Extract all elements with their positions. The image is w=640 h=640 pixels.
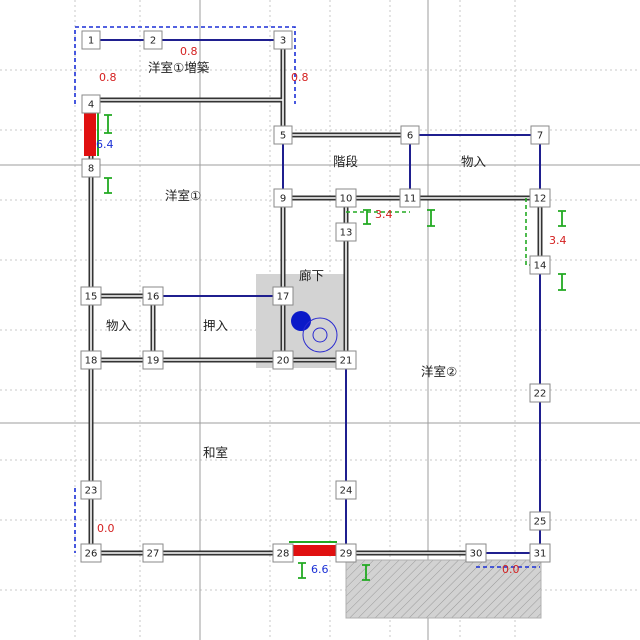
svg-text:22: 22 [534, 389, 547, 400]
node-25: 25 [529, 511, 551, 531]
room-label-oshiire: 押入 [203, 318, 229, 333]
node-5: 5 [273, 125, 293, 145]
value-12-14: 3.4 [549, 234, 567, 247]
svg-text:11: 11 [404, 194, 417, 205]
svg-text:14: 14 [534, 261, 547, 272]
dashed-green-markers [346, 198, 540, 266]
node-15: 15 [80, 286, 102, 306]
node-17: 17 [272, 286, 294, 306]
node-20: 20 [272, 350, 294, 370]
svg-text:13: 13 [340, 228, 353, 239]
svg-text:8: 8 [88, 164, 94, 175]
value-23-26: 0.0 [97, 522, 115, 535]
node-10: 10 [335, 188, 357, 208]
node-6: 6 [400, 125, 420, 145]
nodes: 1 2 3 4 5 6 7 8 9 10 11 12 13 14 15 16 1… [80, 30, 551, 563]
value-right-3: 0.8 [291, 71, 309, 84]
svg-text:24: 24 [340, 486, 353, 497]
svg-text:3: 3 [280, 36, 286, 47]
svg-text:29: 29 [340, 549, 353, 560]
svg-text:17: 17 [277, 292, 290, 303]
room-label-yoshitsu1: 洋室① [165, 188, 201, 203]
node-28: 28 [272, 543, 294, 563]
svg-text:10: 10 [340, 194, 353, 205]
room-label-monoire-left: 物入 [106, 318, 132, 333]
node-9: 9 [273, 188, 293, 208]
svg-text:6: 6 [407, 131, 413, 142]
svg-text:18: 18 [85, 356, 98, 367]
svg-text:26: 26 [85, 549, 98, 560]
room-label-kaidan: 階段 [333, 154, 358, 169]
node-8: 8 [81, 158, 101, 178]
green-ibeam-markers [104, 114, 566, 581]
svg-text:28: 28 [277, 549, 290, 560]
node-31: 31 [529, 543, 551, 563]
node-1: 1 [81, 30, 101, 50]
node-27: 27 [142, 543, 164, 563]
node-4: 4 [81, 94, 101, 114]
svg-text:31: 31 [534, 549, 547, 560]
svg-text:9: 9 [280, 194, 286, 205]
svg-text:12: 12 [534, 194, 547, 205]
svg-text:5: 5 [280, 131, 286, 142]
svg-text:25: 25 [534, 517, 547, 528]
room-label-yoshitsu1-zouchiku: 洋室①増築 [148, 60, 210, 75]
dashed-blue-markers [74, 26, 540, 568]
svg-text:23: 23 [85, 486, 98, 497]
node-30: 30 [465, 543, 487, 563]
svg-text:20: 20 [277, 356, 290, 367]
red-wall-marker-bottom [289, 545, 337, 556]
node-13: 13 [335, 222, 357, 242]
svg-text:21: 21 [340, 356, 353, 367]
value-top: 0.8 [180, 45, 198, 58]
node-14: 14 [529, 255, 551, 275]
node-19: 19 [142, 350, 164, 370]
red-wall-marker-left [84, 112, 96, 156]
outer-ring [302, 317, 338, 353]
node-23: 23 [80, 480, 102, 500]
svg-text:30: 30 [470, 549, 483, 560]
node-29: 29 [335, 543, 357, 563]
svg-text:1: 1 [88, 36, 94, 47]
value-left-1: 0.8 [99, 71, 117, 84]
value-wall-4-8: 6.4 [96, 138, 114, 151]
svg-text:15: 15 [85, 292, 98, 303]
svg-text:2: 2 [150, 36, 156, 47]
value-28-29: 6.6 [311, 563, 329, 576]
svg-text:4: 4 [88, 100, 94, 111]
room-label-rouka: 廊下 [299, 268, 324, 283]
node-7: 7 [530, 125, 550, 145]
room-label-monoire-top: 物入 [461, 154, 487, 169]
filled-blue-circle [291, 311, 311, 331]
node-26: 26 [80, 543, 102, 563]
hatched-area [345, 559, 542, 619]
node-3: 3 [273, 30, 293, 50]
node-22: 22 [529, 383, 551, 403]
room-label-washitsu: 和室 [203, 445, 228, 460]
node-11: 11 [399, 188, 421, 208]
node-16: 16 [142, 286, 164, 306]
value-30-31: 0.0 [502, 563, 520, 576]
node-21: 21 [335, 350, 357, 370]
node-18: 18 [80, 350, 102, 370]
svg-text:7: 7 [537, 131, 543, 142]
svg-text:16: 16 [147, 292, 160, 303]
node-2: 2 [143, 30, 163, 50]
room-label-yoshitsu2: 洋室② [421, 364, 457, 379]
node-12: 12 [529, 188, 551, 208]
svg-text:27: 27 [147, 549, 160, 560]
value-10-11: 3.4 [375, 208, 393, 221]
node-24: 24 [335, 480, 357, 500]
svg-text:19: 19 [147, 356, 160, 367]
inner-ring [312, 327, 328, 343]
